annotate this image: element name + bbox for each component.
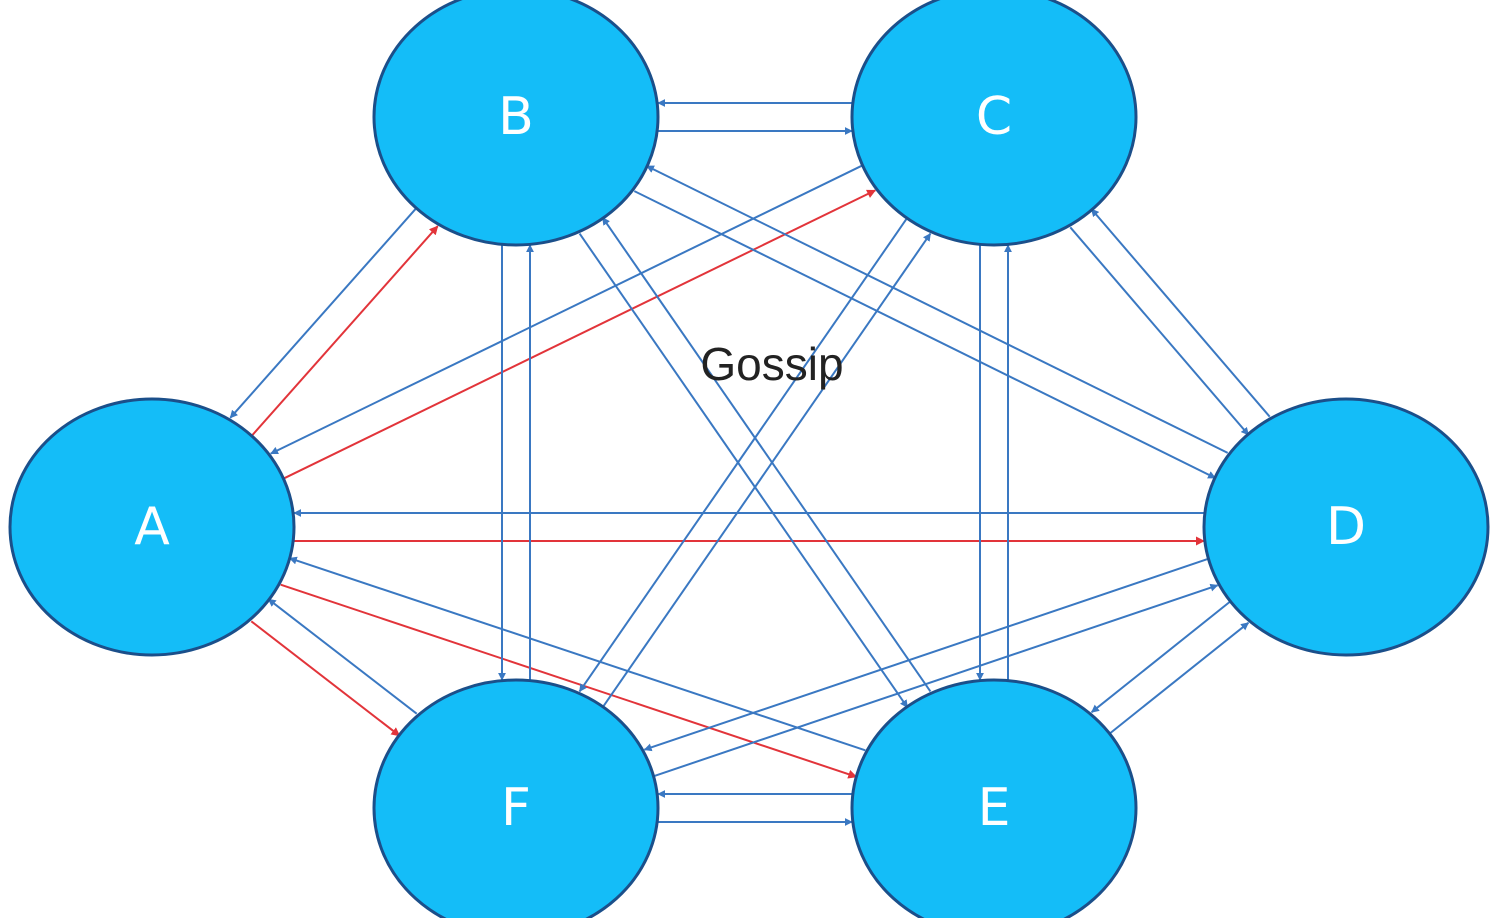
node-d: D bbox=[1202, 397, 1490, 657]
node-f: F bbox=[372, 678, 660, 918]
edge-a-to-f bbox=[250, 620, 401, 737]
node-d-label: D bbox=[1326, 497, 1366, 557]
edge-f-to-d bbox=[653, 583, 1219, 778]
node-b-circle bbox=[372, 0, 660, 247]
node-b-label: B bbox=[498, 87, 534, 147]
node-e-circle bbox=[850, 678, 1138, 918]
edge-f-to-c bbox=[601, 232, 932, 708]
edge-e-to-b bbox=[601, 216, 932, 692]
node-e: E bbox=[850, 678, 1138, 918]
edge-a-to-b bbox=[250, 225, 439, 438]
node-f-label: F bbox=[501, 778, 531, 838]
edge-b-to-a bbox=[229, 206, 418, 419]
edge-b-to-e bbox=[578, 233, 909, 709]
edge-f-to-a bbox=[267, 598, 418, 715]
node-c-label: C bbox=[976, 87, 1012, 147]
edge-c-to-f bbox=[578, 217, 909, 693]
diagram-caption: Gossip bbox=[700, 338, 843, 390]
edges-layer bbox=[229, 99, 1271, 826]
node-c-circle bbox=[850, 0, 1138, 247]
node-b: B bbox=[372, 0, 660, 247]
node-a-circle bbox=[8, 397, 296, 657]
edge-d-to-f bbox=[643, 557, 1209, 752]
nodes-layer: A B C D E F bbox=[8, 0, 1490, 918]
edge-a-to-e bbox=[280, 583, 858, 779]
edge-c-to-a bbox=[270, 164, 864, 455]
node-f-circle bbox=[372, 678, 660, 918]
edge-a-to-c bbox=[282, 189, 877, 480]
edge-c-to-d bbox=[1069, 226, 1250, 436]
edge-d-to-e bbox=[1090, 600, 1232, 713]
node-a-label: A bbox=[134, 497, 170, 557]
edge-d-to-b bbox=[645, 165, 1229, 454]
edge-e-to-d bbox=[1108, 622, 1250, 735]
edge-d-to-c bbox=[1090, 208, 1271, 418]
node-c: C bbox=[850, 0, 1138, 247]
node-a: A bbox=[8, 397, 296, 657]
node-e-label: E bbox=[978, 778, 1011, 838]
edge-b-to-d bbox=[633, 190, 1217, 479]
edge-e-to-a bbox=[288, 556, 866, 752]
node-d-circle bbox=[1202, 397, 1490, 657]
